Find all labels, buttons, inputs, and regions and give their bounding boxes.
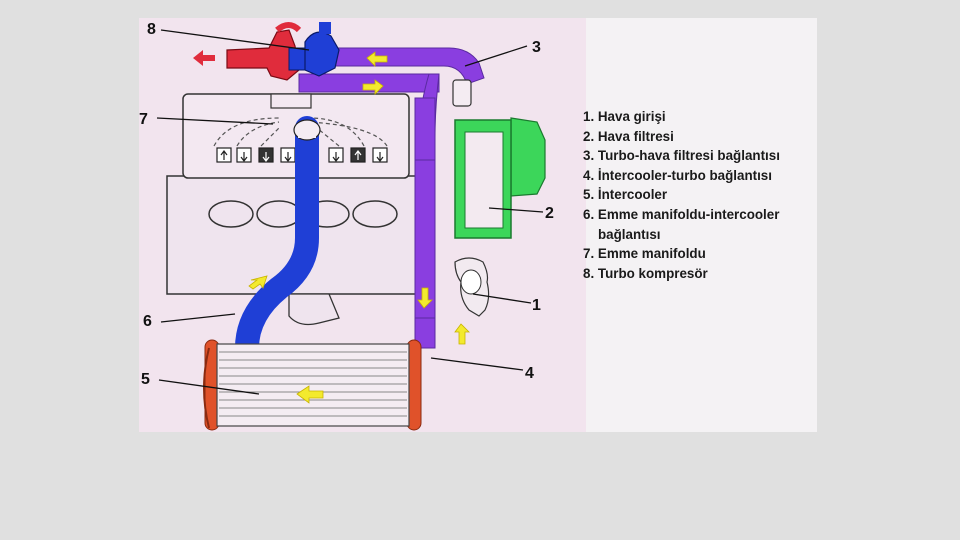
callout-8: 8 bbox=[147, 21, 156, 38]
legend-item-1: 1. Hava girişi bbox=[583, 109, 666, 124]
callout-2: 2 bbox=[545, 205, 554, 222]
exhaust-arrow-icon bbox=[193, 50, 215, 66]
flow-arrow-icon bbox=[248, 51, 470, 404]
legend-item-5: 5. İntercooler bbox=[583, 187, 668, 203]
legend-item-4: 4. İntercooler-turbo bağlantısı bbox=[583, 167, 772, 183]
intercooler-core bbox=[203, 339, 422, 431]
valve-arrow-icon bbox=[216, 147, 388, 163]
air-filter bbox=[454, 117, 546, 239]
cylinder-bores bbox=[208, 200, 398, 228]
legend-item-6-continuation: bağlantısı bbox=[598, 226, 661, 242]
callout-7: 7 bbox=[139, 111, 148, 128]
callout-5: 5 bbox=[141, 371, 150, 388]
legend-item-2: 2. Hava filtresi bbox=[583, 128, 674, 144]
legend-item-8: 8. Turbo kompresör bbox=[583, 265, 708, 281]
callout-4: 4 bbox=[525, 365, 534, 382]
legend: 1. Hava girişi 2. Hava filtresi 3. Turbo… bbox=[583, 107, 780, 283]
callout-3: 3 bbox=[532, 39, 541, 56]
blue-pipe bbox=[235, 116, 321, 370]
turbo-compressor bbox=[226, 22, 340, 81]
filter-connection bbox=[452, 79, 472, 107]
leader-lines bbox=[156, 29, 544, 395]
callout-1: 1 bbox=[532, 297, 541, 314]
legend-item-3: 3. Turbo-hava filtresi bağlantısı bbox=[583, 148, 780, 164]
legend-item-7: 7. Emme manifoldu bbox=[583, 246, 706, 262]
callout-6: 6 bbox=[143, 313, 152, 330]
purple-duct bbox=[298, 47, 485, 349]
callout-numbers: 8 3 7 2 1 6 4 5 bbox=[139, 21, 554, 388]
air-intake bbox=[454, 257, 490, 317]
intake-manifold bbox=[213, 117, 388, 147]
legend-panel bbox=[586, 18, 817, 432]
